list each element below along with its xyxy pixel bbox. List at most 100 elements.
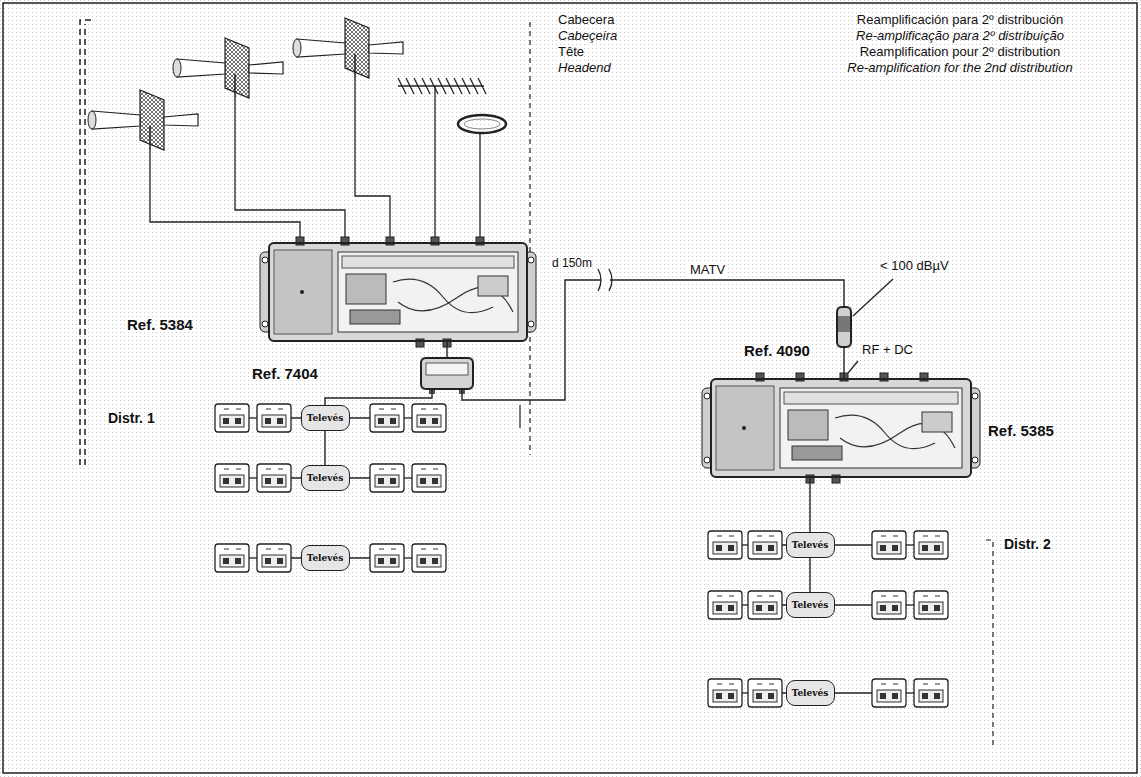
yagi-element — [478, 78, 486, 94]
circuit-window — [780, 388, 962, 468]
outlet-cable — [906, 544, 914, 545]
antenna-mast — [354, 54, 356, 78]
outlet-socket — [768, 605, 774, 611]
tap-box: Televés — [301, 465, 350, 491]
outlet-plate — [412, 404, 446, 432]
outlet-face — [375, 555, 399, 567]
outlet-face — [262, 555, 286, 567]
screw-hole — [972, 457, 978, 463]
outlet-mark — [421, 469, 438, 470]
inserter-band — [838, 316, 850, 332]
heading-text: Cabecera — [558, 12, 614, 27]
outlet-plate — [412, 544, 446, 572]
outlet-socket — [378, 478, 384, 484]
outlet-plate — [412, 464, 446, 492]
outlet-socket — [378, 558, 384, 564]
outlet-mark — [923, 536, 940, 537]
outlet-face — [713, 602, 737, 614]
splitter-body — [420, 357, 474, 390]
antenna-mast — [234, 74, 236, 98]
circuit-block — [350, 310, 400, 324]
antenna-cable — [150, 150, 300, 238]
amplifier-unit — [260, 237, 536, 347]
splitter-box: Ref. 7404 — [420, 357, 474, 390]
outlet-plate — [215, 464, 249, 492]
amplifier-box: Ref. 5385 — [710, 378, 972, 478]
outlet-socket — [922, 545, 928, 551]
circuit-block — [922, 412, 952, 432]
antenna-cap — [88, 111, 96, 129]
circuit-block — [346, 274, 386, 304]
outlet-socket — [277, 558, 283, 564]
outlet-socket — [880, 693, 886, 699]
outlet-socket — [716, 605, 722, 611]
outlet-mark — [717, 596, 734, 597]
tap-box: Televés — [301, 405, 350, 431]
outlet-cable — [249, 477, 257, 478]
yagi-element — [414, 78, 422, 94]
coax-cable — [809, 478, 810, 532]
antenna-cable — [479, 133, 480, 238]
outlet-plate — [257, 544, 291, 572]
yagi-element — [446, 78, 454, 94]
outlet-face — [713, 690, 737, 702]
outlet-socket — [390, 418, 396, 424]
panel-antenna — [88, 90, 198, 150]
outlet-cable — [742, 544, 748, 545]
outlet-mark — [266, 469, 283, 470]
wall-outlet — [748, 591, 782, 619]
input-strip — [342, 256, 514, 268]
distribution-label: Distr. 2 — [1004, 536, 1051, 552]
outlet-mark — [757, 596, 774, 597]
outlet-socket — [922, 693, 928, 699]
outlet-plate — [914, 591, 948, 619]
amplifier-box: Ref. 5384 — [268, 242, 528, 342]
wall-outlet — [257, 404, 291, 432]
yagi-element — [454, 78, 462, 94]
outlet-plate — [872, 591, 906, 619]
wall-outlet — [708, 591, 742, 619]
yagi-antenna — [398, 78, 486, 94]
splitter-plate — [426, 363, 468, 375]
outlet-socket — [223, 558, 229, 564]
input-strip — [784, 392, 958, 404]
outlet-mark — [881, 684, 898, 685]
outlet-cable — [249, 557, 257, 558]
outlet-socket — [420, 478, 426, 484]
outlet-socket — [922, 605, 928, 611]
indicator — [300, 290, 304, 294]
wall-outlet — [257, 464, 291, 492]
brand-label: Televés — [792, 540, 829, 550]
yagi-element — [438, 78, 446, 94]
leader-line — [848, 361, 858, 373]
outlet-mark — [266, 549, 283, 550]
outlet-socket — [277, 418, 283, 424]
outlet-face — [919, 542, 943, 554]
outlet-mark — [881, 596, 898, 597]
outlet-socket — [756, 605, 762, 611]
antenna-arm — [249, 62, 283, 74]
antenna-reflector — [140, 90, 164, 150]
circuit-window — [338, 252, 518, 332]
antenna-arm — [177, 59, 225, 77]
splitter-unit — [420, 357, 474, 394]
heading-text: Cabeçeira — [558, 28, 617, 43]
wall-outlet — [708, 679, 742, 707]
distance-label: d 150m — [552, 256, 592, 270]
outlet-cable — [906, 604, 914, 605]
wall-outlet — [412, 544, 446, 572]
distribution-bracket — [986, 540, 993, 748]
part-reference: Ref. 7404 — [252, 365, 318, 382]
outlet-plate — [748, 679, 782, 707]
coax-cable — [809, 558, 810, 592]
coax-cable — [324, 431, 325, 465]
antenna-arm — [164, 114, 198, 126]
outlet-plate — [215, 544, 249, 572]
cable-break — [598, 269, 612, 291]
yagi-element — [398, 78, 406, 94]
outlet-plate — [708, 591, 742, 619]
outlet-socket — [235, 478, 241, 484]
